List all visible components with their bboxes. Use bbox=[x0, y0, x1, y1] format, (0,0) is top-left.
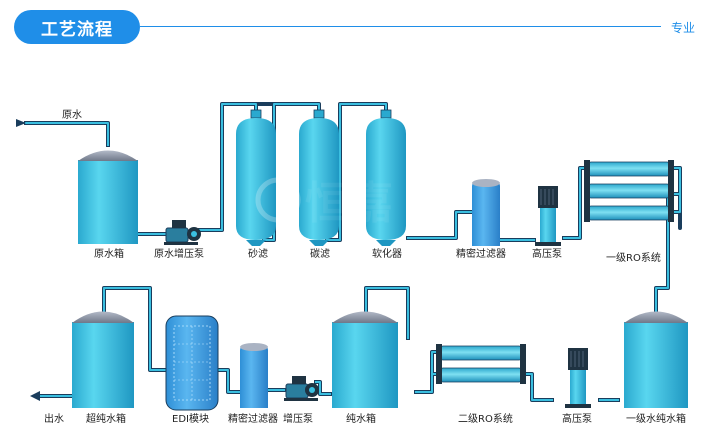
label-hp-pump-2: 高压泵 bbox=[562, 412, 592, 425]
label-sand-filter: 砂滤 bbox=[248, 247, 268, 260]
label-ro2-system: 二级RO系统 bbox=[458, 412, 513, 425]
section-title: 工艺流程 bbox=[14, 10, 140, 44]
precision-filter-2 bbox=[240, 343, 268, 408]
label-edi-module: EDI模块 bbox=[172, 413, 209, 425]
label-precision-filter-1: 精密过滤器 bbox=[456, 247, 506, 260]
label-booster-pump: 增压泵 bbox=[283, 412, 313, 425]
raw-water-tank bbox=[78, 150, 138, 244]
label-ultrapure-tank: 超纯水箱 bbox=[86, 412, 126, 425]
sand-filter-vessel bbox=[236, 109, 276, 246]
carbon-filter-vessel bbox=[299, 109, 339, 246]
ro-stage-2-membranes bbox=[436, 344, 526, 384]
precision-filter-1 bbox=[472, 179, 500, 246]
label-outlet: 出水 bbox=[44, 412, 64, 425]
label-ro1-pure-tank: 一级水纯水箱 bbox=[626, 412, 686, 425]
edi-module bbox=[165, 315, 219, 411]
outlet-arrow-icon bbox=[30, 391, 40, 401]
watermark-text: 恒嘉 bbox=[305, 178, 393, 229]
header-right-text: 专业 bbox=[670, 21, 695, 35]
high-pressure-pump-2 bbox=[565, 348, 591, 408]
label-raw-booster-pump: 原水增压泵 bbox=[154, 247, 204, 260]
label-hp-pump-1: 高压泵 bbox=[532, 247, 562, 260]
watermark: 恒嘉 bbox=[255, 177, 393, 229]
label-pure-tank: 纯水箱 bbox=[346, 412, 376, 425]
ultrapure-water-tank bbox=[72, 311, 134, 408]
header-divider bbox=[140, 26, 661, 27]
ro1-pure-water-tank bbox=[624, 311, 688, 408]
label-precision-filter-2: 精密过滤器 bbox=[228, 412, 278, 425]
label-ro1-system: 一级RO系统 bbox=[606, 251, 661, 264]
high-pressure-pump-1 bbox=[535, 186, 561, 246]
softener-vessel bbox=[366, 109, 406, 246]
label-raw-tank: 原水箱 bbox=[94, 247, 124, 260]
label-softener: 软化器 bbox=[372, 247, 402, 260]
label-raw-water: 原水 bbox=[62, 109, 82, 121]
pure-water-tank bbox=[332, 311, 398, 408]
inlet-arrow-icon bbox=[16, 119, 26, 127]
ro-stage-1-membranes bbox=[584, 160, 674, 222]
booster-pump bbox=[284, 376, 319, 401]
raw-booster-pump bbox=[164, 220, 201, 245]
label-carbon-filter: 碳滤 bbox=[310, 247, 330, 260]
